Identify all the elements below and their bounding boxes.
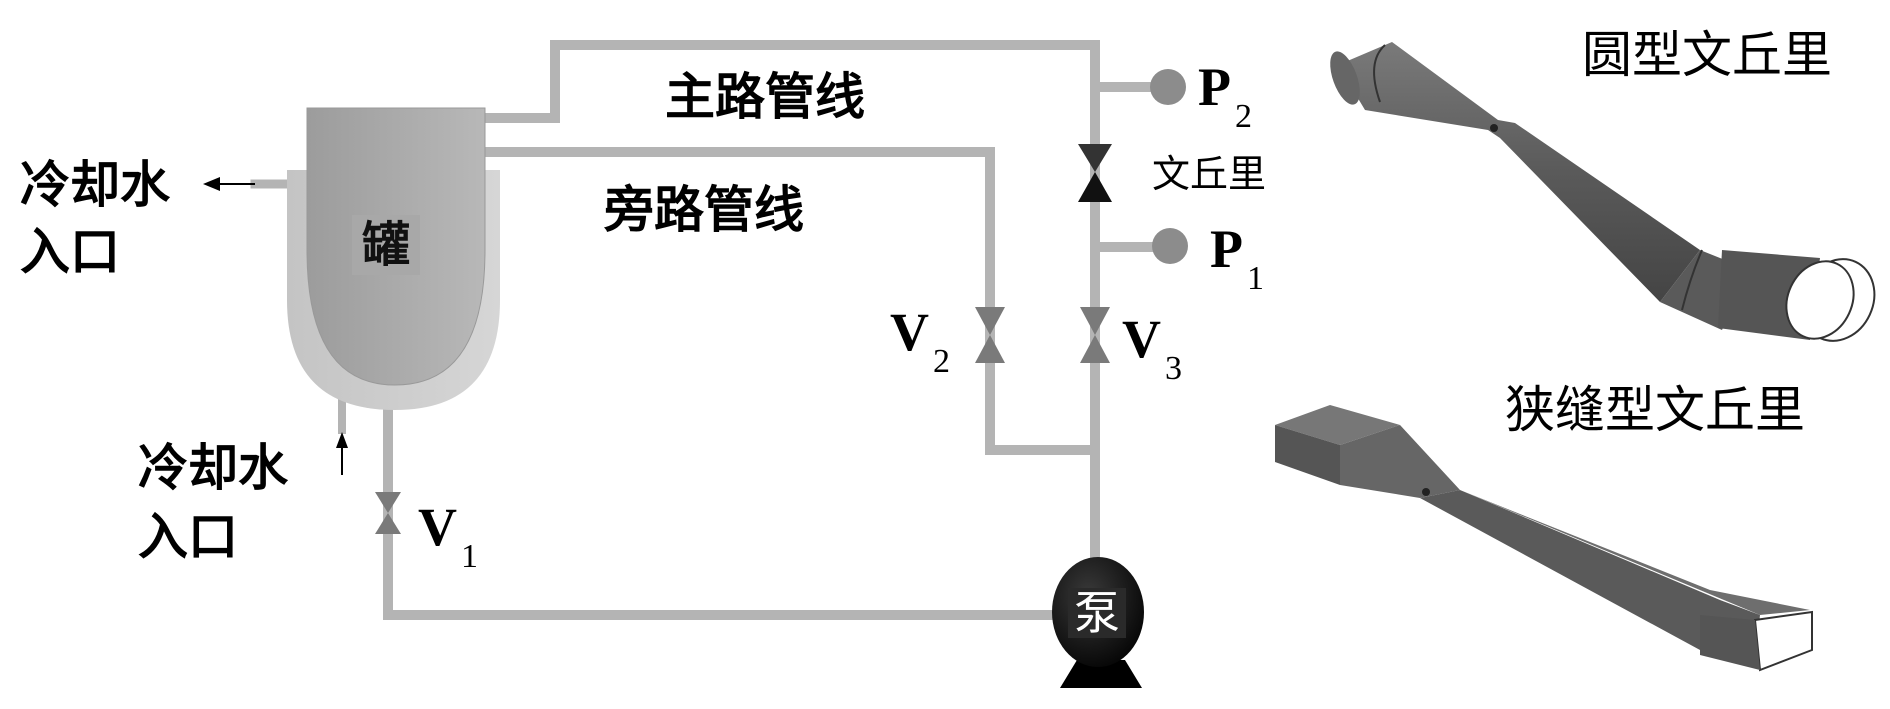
cooling-inlet-label-line2: 入口 — [138, 507, 238, 566]
valve-v2-subscript: 2 — [933, 343, 950, 380]
cooling-outlet-arrow — [203, 177, 255, 191]
pressure-p1-symbol: P — [1210, 219, 1243, 279]
valve-v3-subscript: 3 — [1165, 350, 1182, 387]
valve-v1-subscript: 1 — [461, 538, 478, 575]
slit-venturi-model — [1275, 405, 1813, 672]
cooling-outlet-label-line2: 入口 — [20, 222, 120, 281]
valve-v2-symbol: V — [890, 302, 929, 362]
cooling-inlet-arrow — [336, 432, 348, 475]
pressure-p2-subscript: 2 — [1235, 98, 1252, 135]
main-line-label: 主路管线 — [665, 67, 865, 126]
bypass-line-pipe — [480, 147, 1100, 455]
valve-v3-icon[interactable] — [1080, 307, 1110, 363]
cooling-inlet-label-line1: 冷却水 — [138, 438, 288, 497]
valve-v1-symbol: V — [418, 497, 457, 557]
round-venturi-title: 圆型文丘里 — [1582, 26, 1832, 84]
slit-venturi-title: 狭缝型文丘里 — [1505, 381, 1805, 439]
pressure-gauge-p2-icon — [1150, 69, 1186, 105]
venturi-label: 文丘里 — [1152, 152, 1267, 196]
pressure-p1-subscript: 1 — [1247, 260, 1264, 297]
valve-v3-symbol: V — [1122, 309, 1161, 369]
pump-label: 泵 — [1068, 588, 1126, 638]
valve-v1-icon[interactable] — [375, 492, 401, 534]
valve-v2-icon[interactable] — [975, 307, 1005, 363]
return-line-pipe — [383, 380, 1065, 620]
round-venturi-model — [1330, 42, 1876, 342]
venturi-valve-icon — [1078, 144, 1112, 202]
pressure-p2-symbol: P — [1198, 57, 1231, 117]
tank-label: 罐 — [352, 215, 421, 275]
pressure-gauge-p1-icon — [1152, 228, 1188, 264]
cooling-outlet-label-line1: 冷却水 — [20, 155, 170, 214]
bypass-line-label: 旁路管线 — [604, 180, 804, 239]
